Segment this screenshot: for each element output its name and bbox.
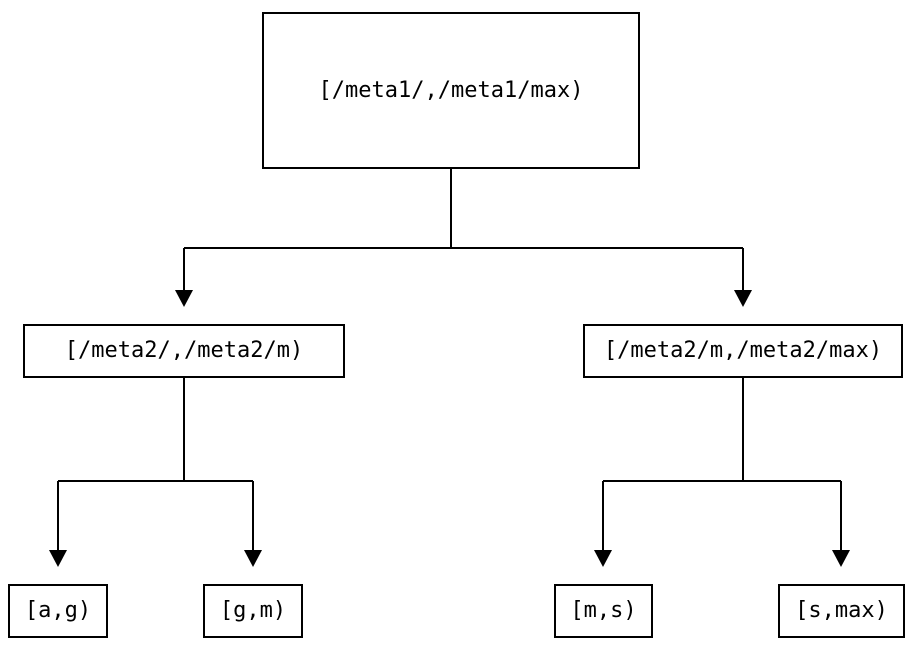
node-leaf-m-s: [m,s) <box>554 584 653 638</box>
arrowhead-icon <box>49 550 67 567</box>
arrowhead-icon <box>244 550 262 567</box>
node-label: [a,g) <box>24 598 92 623</box>
node-label: [m,s) <box>570 598 637 623</box>
node-leaf-a-g: [a,g) <box>8 584 108 638</box>
node-meta1-range: [/meta1/,/meta1/max) <box>262 12 640 169</box>
arrowhead-icon <box>734 290 752 307</box>
node-leaf-s-max: [s,max) <box>778 584 905 638</box>
node-label: [/meta2/,/meta2/m) <box>64 338 304 363</box>
node-meta2-right-range: [/meta2/m,/meta2/max) <box>583 324 903 378</box>
node-label: [/meta1/,/meta1/max) <box>318 77 584 103</box>
edge-root-to-level2 <box>183 169 744 290</box>
arrowhead-icon <box>594 550 612 567</box>
node-label: [g,m) <box>219 598 287 623</box>
node-meta2-left-range: [/meta2/,/meta2/m) <box>23 324 345 378</box>
edge-right-to-leaves <box>602 378 842 550</box>
node-label: [/meta2/m,/meta2/max) <box>603 338 883 363</box>
edge-left-to-leaves <box>57 378 254 550</box>
node-leaf-g-m: [g,m) <box>203 584 303 638</box>
arrowhead-icon <box>832 550 850 567</box>
node-label: [s,max) <box>795 598 888 623</box>
arrowhead-icon <box>175 290 193 307</box>
